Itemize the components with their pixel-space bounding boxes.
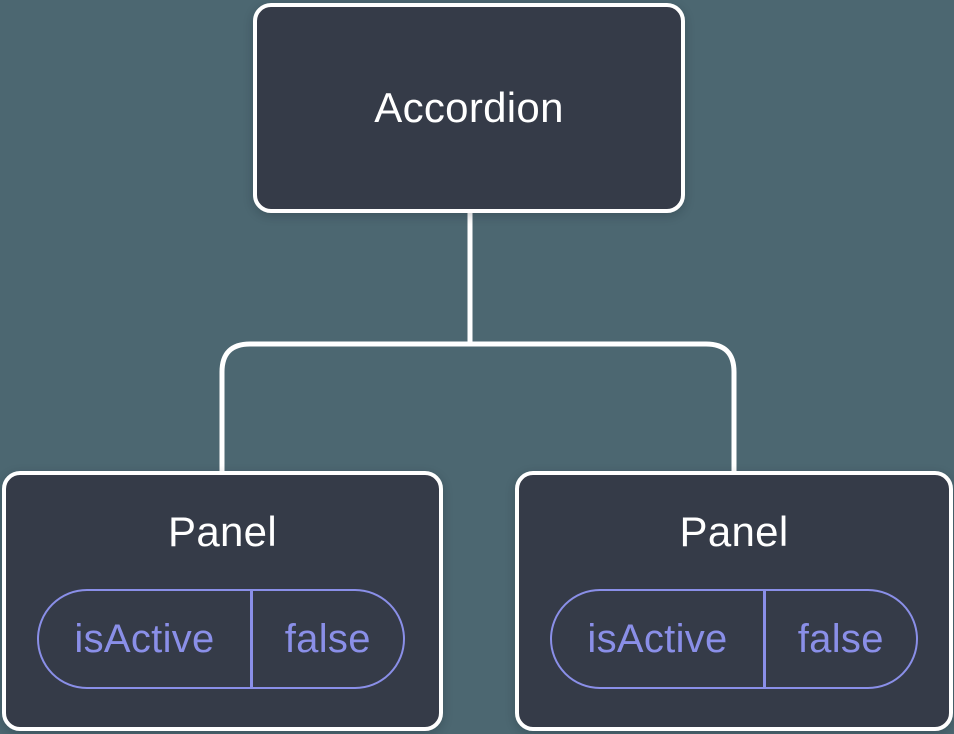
state-value: false (284, 616, 371, 661)
tree-node-panel-1: Panel isActive false (2, 471, 443, 731)
tree-node-panel-2: Panel isActive false (515, 471, 953, 731)
state-name: isActive (587, 616, 728, 661)
connector-branch (219, 341, 737, 472)
node-label: Accordion (374, 84, 564, 131)
node-label: Panel (679, 508, 789, 555)
state-value: false (797, 616, 884, 661)
state-name: isActive (74, 616, 215, 661)
pill-divider (763, 591, 766, 687)
state-pill: isActive false (37, 589, 405, 689)
state-pill: isActive false (550, 589, 918, 689)
tree-node-accordion: Accordion (253, 3, 685, 213)
node-label: Panel (168, 508, 277, 555)
pill-divider (250, 591, 253, 687)
